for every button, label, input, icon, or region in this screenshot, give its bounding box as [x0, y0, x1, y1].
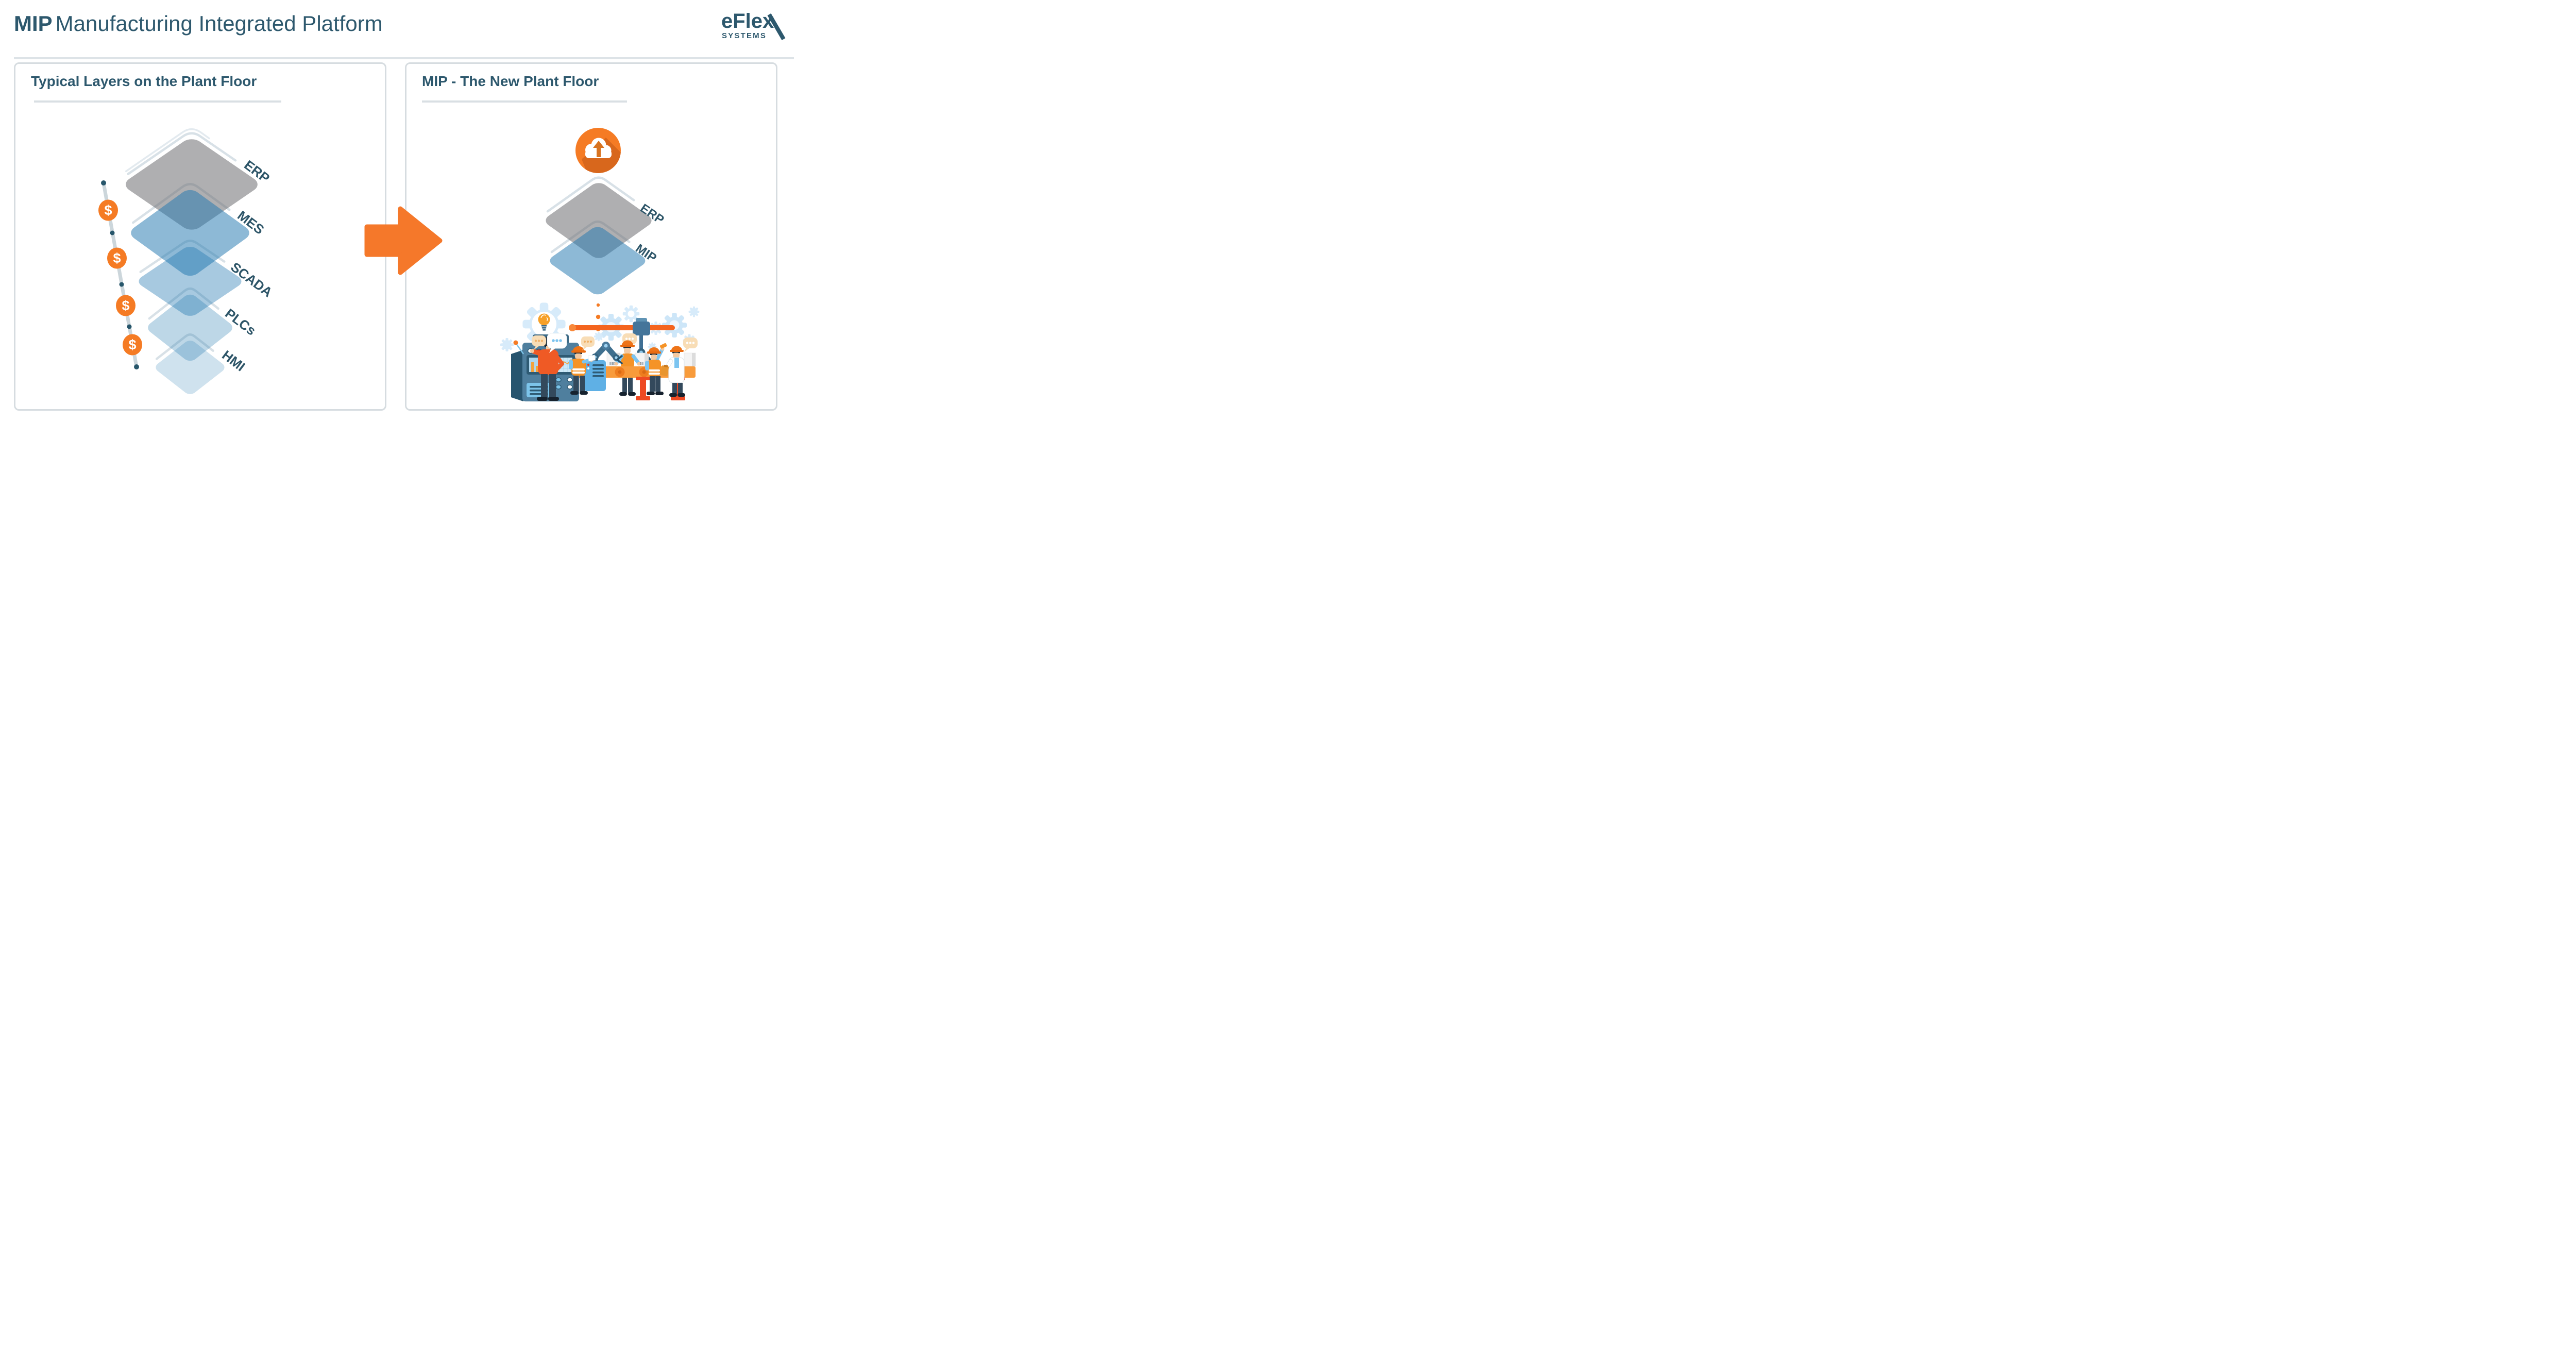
- mip-stack-diagram: ERP MIP: [500, 128, 700, 401]
- hard-hat-icon: [671, 346, 682, 350]
- factory-illustration: [500, 302, 700, 401]
- svg-text:$: $: [128, 337, 136, 352]
- dollar-icon: $: [116, 295, 135, 316]
- clipboard-icon: [660, 365, 669, 376]
- server-cabinet: [584, 360, 606, 391]
- transformation-arrow: [364, 206, 443, 275]
- rail-end-cap: [569, 324, 576, 331]
- operator-figure: [530, 336, 564, 401]
- layer-diamond-mes: [131, 190, 249, 276]
- chain-dot: [127, 324, 132, 329]
- worker-figure: [645, 343, 667, 395]
- layer-label-hmi: HMI: [219, 347, 248, 375]
- svg-text:$: $: [104, 203, 112, 218]
- logo-name: eFlex: [721, 10, 774, 32]
- speech-bubble: [532, 335, 546, 350]
- left-title-underline: [34, 100, 281, 103]
- chain-dot: [101, 180, 106, 186]
- chain-dot: [119, 282, 124, 287]
- legacy-stack-diagram: ERP MES SCADA PLCs HMI: [98, 128, 275, 394]
- left-panel-title: Typical Layers on the Plant Floor: [31, 73, 257, 89]
- machine-buttons: [555, 377, 573, 390]
- logo-sub: SYSTEMS: [722, 31, 767, 40]
- speech-bubble: [581, 336, 595, 350]
- cloud-upload-icon: [575, 128, 621, 173]
- layer-diamond-mip: [550, 227, 646, 295]
- layer-diamond-scada: [139, 246, 242, 316]
- arrow-right-icon: [364, 206, 443, 275]
- layer-diamonds: [546, 183, 652, 295]
- connection-dot: [596, 303, 600, 307]
- page-title-product: MIP: [14, 11, 53, 36]
- worker-legs: [619, 378, 636, 396]
- chevron-plcs: [148, 287, 219, 320]
- connection-dot: [596, 314, 601, 319]
- panel-typical-layers: Typical Layers on the Plant Floor: [14, 62, 386, 411]
- svg-text:$: $: [122, 298, 129, 313]
- svg-text:$: $: [113, 250, 121, 266]
- box: [684, 352, 696, 367]
- lightbulb-icon: [538, 313, 550, 331]
- antenna-tip: [513, 340, 518, 345]
- hand-tool: [659, 343, 667, 349]
- hard-hat-icon: [649, 347, 659, 352]
- robot-arm-icon: [591, 341, 623, 364]
- cost-badges: $ $ $ $: [98, 199, 142, 356]
- chevron-erp: [546, 176, 635, 213]
- hard-hat-icon: [622, 340, 633, 345]
- dollar-icon: $: [98, 199, 118, 221]
- chain-dot: [110, 230, 115, 235]
- gear-icon: [500, 338, 514, 351]
- layer-diamond-erp: [546, 183, 652, 258]
- worker-figure: [569, 346, 596, 395]
- cost-chain-dots: [101, 180, 139, 369]
- hard-hat-icon: [573, 346, 584, 351]
- dollar-icon: $: [107, 247, 127, 269]
- cost-chain: $ $ $ $: [98, 180, 142, 369]
- dollar-icon: $: [123, 334, 142, 356]
- layer-diamond-erp: [126, 139, 258, 230]
- chain-dot: [134, 364, 139, 369]
- layer-diamond-plcs: [148, 294, 232, 361]
- layer-diamonds: [126, 139, 258, 394]
- eflex-logo: eFlex SYSTEMS: [721, 10, 786, 41]
- chevron-erp: [127, 132, 237, 175]
- right-panel-title: MIP - The New Plant Floor: [422, 73, 599, 89]
- logo-slash: [767, 13, 786, 41]
- right-title-underline: [422, 100, 627, 103]
- header-divider: [14, 57, 794, 59]
- upload-arrow: [593, 141, 604, 157]
- page-title-subtitle: Manufacturing Integrated Platform: [55, 11, 383, 36]
- engineer-figure: [660, 346, 685, 397]
- work-order-sheet: [587, 355, 596, 362]
- layer-diamond-hmi: [156, 341, 225, 394]
- chevron-outer-erp: [125, 128, 210, 173]
- chevron-hmi: [155, 333, 214, 360]
- speech-bubble: [683, 338, 698, 352]
- gear-icon: [688, 306, 700, 317]
- gear-center: [628, 310, 635, 317]
- speech-bubble: [547, 333, 567, 353]
- gear-icon: [594, 331, 604, 342]
- panel-new-plant-floor: MIP - The New Plant Floor: [405, 62, 777, 411]
